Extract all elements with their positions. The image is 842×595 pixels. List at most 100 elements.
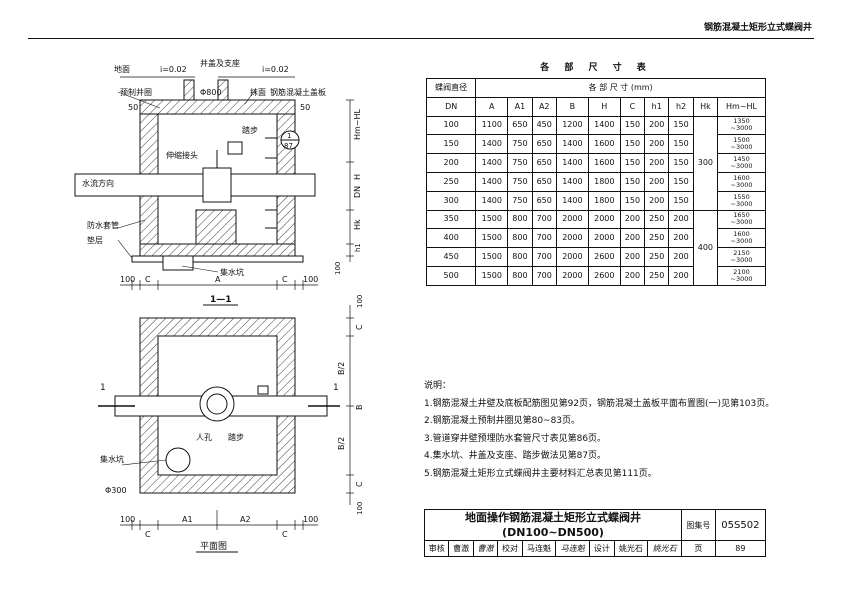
table-cell: 250 (425, 171, 477, 192)
table-cell: 1800 (587, 190, 621, 211)
table-cell: 1100 (475, 115, 509, 136)
table-cell: 650 (507, 115, 533, 136)
plan-label-sump: 集水坑 (100, 454, 124, 464)
drawing-subtitle: (DN100~DN500) (502, 526, 604, 539)
table-cell: 150 (619, 134, 646, 155)
table-cell-hml: 1550 ~3000 (717, 190, 766, 211)
note-item: 5.钢筋混凝土矩形立式蝶阀井主要材料汇总表见第111页。 (424, 468, 657, 479)
table-cell: 1500 (475, 265, 509, 286)
table-cell: 1400 (475, 134, 509, 155)
table-cell: 700 (531, 247, 557, 267)
plan-dim-b-half-top: B/2 (337, 362, 346, 375)
label-steps: 踏步 (242, 125, 258, 135)
table-cell: 1400 (555, 153, 589, 173)
table-cell: 400 (425, 228, 477, 249)
plan-dim-top: 100 (356, 295, 364, 308)
section-bottom-ticks (131, 280, 304, 290)
section-dim-right: 100 (303, 275, 318, 284)
plan-dim-a2: A2 (240, 515, 251, 524)
table-cell: 2000 (587, 209, 621, 230)
plan-cut-right: 1 (333, 383, 339, 393)
atlas-no: 05S502 (714, 509, 767, 541)
plan-title: 1—1 (210, 295, 232, 305)
table-header-row-1: 蝶阀直径 各 部 尺 寸 (mm) (425, 78, 766, 98)
label-masonry: 抹面 (250, 87, 266, 97)
plan-sump-leader (121, 459, 167, 466)
table-cell-hml: 1500 ~3000 (717, 134, 766, 155)
step-rungs (265, 137, 277, 229)
table-cell: 800 (507, 265, 533, 286)
table-cell: 150 (425, 134, 477, 155)
plan-dim-c-top: C (355, 324, 364, 330)
plan-dim-a1: A1 (182, 515, 193, 524)
plan-valve-inner (206, 393, 228, 415)
plan-bottom-dim-ticks (131, 510, 304, 530)
table-cell: 750 (507, 190, 533, 211)
table-hk-group-1: 300 (692, 115, 719, 211)
table-cell: 150 (668, 171, 694, 192)
table-cell: 200 (619, 265, 646, 286)
label-cover: 井盖及支座 (200, 58, 240, 68)
table-cell: 150 (668, 115, 694, 136)
plan-sump (165, 447, 191, 473)
table-cell: 1800 (587, 171, 621, 192)
table-col-6: h1 (644, 96, 670, 117)
notes-heading: 说明： (424, 381, 452, 391)
table-cell-hml: 2100 ~3000 (717, 265, 766, 286)
plan-caption: 平面图 (200, 541, 227, 552)
table-cell: 500 (425, 265, 477, 286)
section-leaders (117, 89, 256, 273)
drawing-title: 地面操作钢筋混凝土矩形立式蝶阀井 (464, 511, 641, 524)
plan-dim-b-half-bottom: B/2 (337, 437, 346, 450)
table-col-5: C (619, 96, 646, 117)
table-cell: 200 (644, 134, 670, 155)
review-label: 审核 (423, 540, 450, 557)
table-cell: 200 (619, 209, 646, 230)
table-cell: 650 (531, 153, 557, 173)
table-cell: 750 (507, 171, 533, 192)
table-cell: 200 (644, 115, 670, 136)
check-signature: 马连魁 (555, 540, 591, 557)
header-rule (28, 38, 814, 39)
plan-label-manhole: 人孔 (196, 433, 212, 442)
table-cell: 1200 (555, 115, 589, 136)
table-cell: 150 (619, 115, 646, 136)
plan-view: 1—1 1 1 人孔 踏步 集水坑 Φ300 100 C B/2 B (98, 295, 364, 553)
table-cell: 2000 (555, 265, 589, 286)
section-dim-c-right: C (282, 275, 288, 284)
table-hk-group-2: 400 (692, 209, 719, 286)
design-label: 设计 (589, 540, 615, 557)
table-cell: 200 (668, 209, 694, 230)
table-cell: 1500 (475, 228, 509, 249)
label-ground: 地面 (114, 64, 130, 74)
plan-cut-left: 1 (100, 383, 106, 393)
table-cell: 250 (644, 209, 670, 230)
table-cell: 200 (668, 247, 694, 267)
check-name: 马连魁 (521, 540, 557, 557)
label-slope-right: i=0.02 (262, 65, 289, 74)
table-col-3: B (555, 96, 589, 117)
table-cell: 700 (531, 265, 557, 286)
table-cell: 2000 (587, 228, 621, 249)
plan-step (257, 385, 269, 395)
section-dim-left: 100 (120, 275, 135, 284)
plan-label-steps: 踏步 (228, 432, 244, 442)
table-cell: 1400 (587, 115, 621, 136)
review-signature: 曹澈 (472, 540, 499, 557)
table-col-9: Hm~HL (717, 96, 766, 117)
note-item: 1.钢筋混凝土井壁及底板配筋图见第92页，钢筋混凝土盖板平面布置图(一)见第10… (424, 398, 775, 409)
plan-dim-c-bottom: C (355, 481, 364, 487)
table-cell: 1500 (475, 209, 509, 230)
design-signature: 姚光石 (647, 540, 682, 557)
table-cell-hml: 2150 ~3000 (717, 247, 766, 267)
check-label: 校对 (497, 540, 523, 557)
table-cell: 1600 (587, 134, 621, 155)
table-cell: 2600 (587, 265, 621, 286)
label-dim-h1: h1 (354, 243, 362, 252)
table-cell: 800 (507, 247, 533, 267)
